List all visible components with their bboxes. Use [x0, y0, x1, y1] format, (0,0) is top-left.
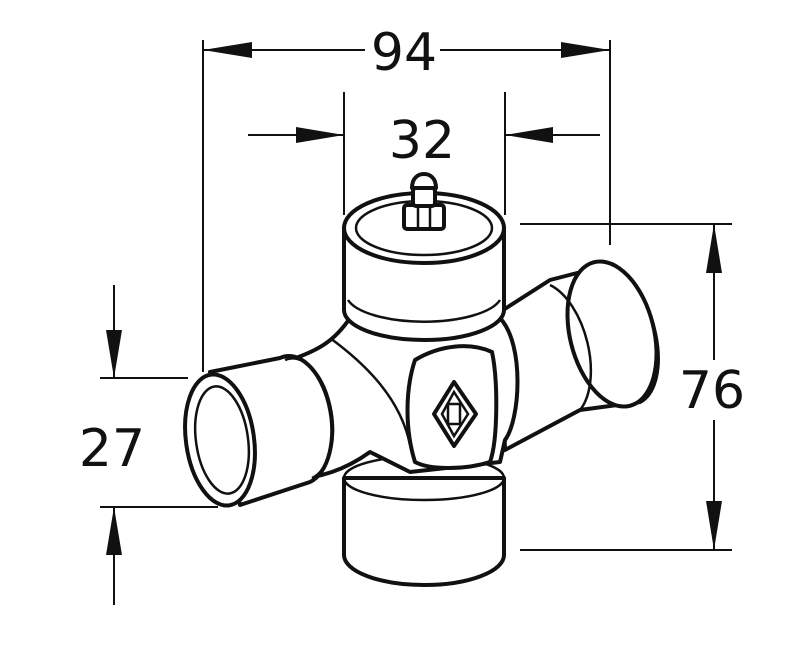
- dimension-label-94: 94: [371, 23, 437, 83]
- diamond-logo: [432, 380, 478, 448]
- left-bearing-cap: [183, 354, 335, 508]
- arrow-head: [106, 330, 122, 378]
- dimension-94: 94: [202, 23, 611, 372]
- cross-body: [288, 316, 520, 482]
- arrow-head: [706, 224, 722, 273]
- dimension-label-27: 27: [79, 419, 145, 479]
- bottom-bearing-cap: [342, 454, 506, 587]
- grease-fitting: [402, 172, 446, 231]
- universal-joint: [183, 172, 660, 587]
- arrow-head: [706, 501, 722, 550]
- top-bearing-cap: [342, 172, 506, 342]
- arrow-head: [203, 42, 252, 58]
- right-bearing-cap: [498, 259, 660, 452]
- dimension-32: 32: [248, 92, 600, 215]
- arrow-head: [561, 42, 610, 58]
- dimension-76: 76: [520, 223, 745, 551]
- arrow-head: [106, 507, 122, 555]
- arrow-head: [296, 127, 344, 143]
- arrow-head: [505, 127, 553, 143]
- dimension-label-32: 32: [389, 111, 455, 171]
- dimension-27: 27: [79, 285, 218, 605]
- dimension-label-76: 76: [679, 361, 745, 421]
